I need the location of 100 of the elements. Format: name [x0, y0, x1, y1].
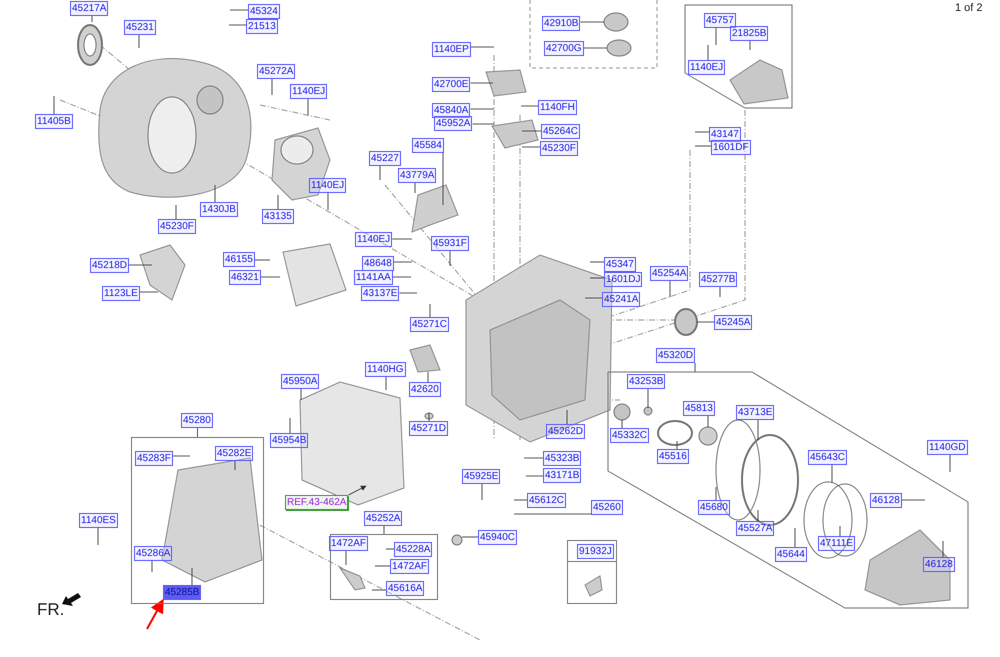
part-number-label: 45282E [215, 446, 254, 461]
part-number-label: 45228A [394, 542, 432, 557]
part-number-label: 45931F [431, 236, 469, 251]
part-number-label: 45950A [281, 374, 320, 389]
group-frame [567, 540, 617, 604]
part-number-label: 45925E [462, 469, 500, 484]
pointer-arrow [146, 598, 164, 630]
leader-line [392, 276, 412, 278]
part-number-label: 45584 [412, 138, 444, 153]
part-number-label: 1140ES [79, 513, 118, 528]
part-number-label: 43137E [361, 286, 400, 301]
part-number-label: 45283F [135, 451, 173, 466]
part-number-label: 45324 [248, 4, 280, 19]
part-number-label: 45612C [527, 493, 566, 508]
part-number-label: 1140FH [538, 100, 577, 115]
part-number-label: 1430JB [200, 202, 238, 217]
leader-line [470, 108, 494, 110]
part-number-label: 1140EJ [355, 232, 392, 247]
part-number-label: 45230F [158, 219, 196, 234]
part-number-label: 45757 [704, 13, 736, 28]
part-number-label: 48648 [362, 256, 394, 271]
group-frame [131, 437, 264, 604]
part-number-label: 11405B [35, 114, 73, 129]
part-number-label: 45332C [610, 428, 650, 443]
direction-label: FR. [37, 600, 64, 620]
part-number-label: 21825B [730, 26, 768, 41]
part-number-label: 1140EJ [309, 178, 346, 193]
part-number-label: 45616A [386, 581, 424, 596]
leader-line [260, 276, 280, 278]
part-number-label: 45320D [656, 348, 696, 363]
leader-line [794, 528, 796, 548]
leader-line [942, 540, 944, 558]
leader-line [522, 146, 540, 148]
leader-line [228, 24, 246, 26]
leader-line [197, 428, 198, 438]
part-number-label: 1140EJ [688, 60, 726, 75]
part-number-label: 45245A [714, 315, 752, 330]
part-number-label: 45813 [683, 401, 715, 416]
part-number-label: 42620 [409, 382, 441, 397]
part-number-label: 42700E [432, 77, 470, 92]
leader-line [399, 292, 418, 294]
leader-line [234, 460, 236, 470]
leader-line [442, 152, 444, 206]
leader-line [300, 388, 302, 400]
part-number-label: 45644 [775, 547, 807, 562]
part-number-label: 45323B [543, 451, 582, 466]
part-number-label: 45277B [699, 272, 738, 287]
page-number: 1 of 2 [955, 2, 983, 14]
leader-arrow [348, 486, 366, 496]
part-number-label: 45271C [410, 317, 450, 332]
leader-line [414, 182, 416, 194]
part-number-label: 45840A [432, 103, 470, 118]
leader-line [470, 82, 494, 84]
part-number-label: 45280 [181, 413, 213, 428]
part-number-label: 45952A [434, 116, 472, 131]
part-number-label: 1141AA [354, 270, 393, 285]
part-number-label: 1601DJ [604, 272, 642, 287]
part-number-label: 45218D [90, 258, 130, 273]
leader-line [138, 34, 140, 48]
part-number-label: 45264C [541, 124, 580, 139]
leader-line [676, 440, 678, 450]
part-number-label: 46321 [229, 270, 261, 285]
leader-line [386, 548, 394, 550]
part-number-label: 43713E [736, 405, 774, 420]
part-number-label: 45285B [163, 585, 202, 600]
leader-line [694, 362, 696, 372]
leader-line [470, 46, 494, 48]
part-number-label: 91932J [577, 544, 614, 559]
leader-line [566, 410, 568, 424]
part-number-label: 45227 [369, 151, 401, 166]
part-number-label: 45680 [698, 500, 730, 515]
leader-line [392, 238, 412, 240]
part-number-label: 45262D [546, 424, 586, 439]
part-number-label: 45254A [650, 266, 688, 281]
part-number-label: 1140EP [432, 42, 471, 57]
part-number-label: 43779A [398, 168, 436, 183]
part-number-label: 42700G [544, 41, 584, 56]
part-number-label: 43253B [627, 374, 666, 389]
group-frame [330, 534, 438, 600]
part-number-label: 45230F [540, 141, 578, 156]
part-number-label: 1140HG [365, 362, 406, 377]
part-number-label: 1472AF [329, 536, 368, 551]
part-number-label: 45286A [134, 546, 172, 561]
part-number-label: 21513 [246, 19, 278, 34]
part-number-label: 45260 [591, 500, 623, 515]
part-number-label: 45347 [604, 257, 636, 272]
leader-line [428, 412, 430, 422]
part-number-label: 45527A [736, 521, 774, 536]
part-number-label: 1123LE [102, 286, 140, 301]
part-number-label: 46128 [923, 557, 955, 572]
part-number-label: 1601DF [711, 140, 751, 155]
leader-line [128, 264, 152, 266]
reference-label: REF.43-462A [285, 495, 348, 510]
leader-line [214, 184, 216, 202]
part-number-label: 45272A [257, 64, 296, 79]
part-number-label: 45940C [478, 530, 518, 545]
part-number-label: 45954B [270, 433, 308, 448]
part-number-label: 46128 [870, 493, 902, 508]
part-number-label: 1140GD [927, 440, 968, 455]
part-number-label: 1140EJ [290, 84, 328, 99]
